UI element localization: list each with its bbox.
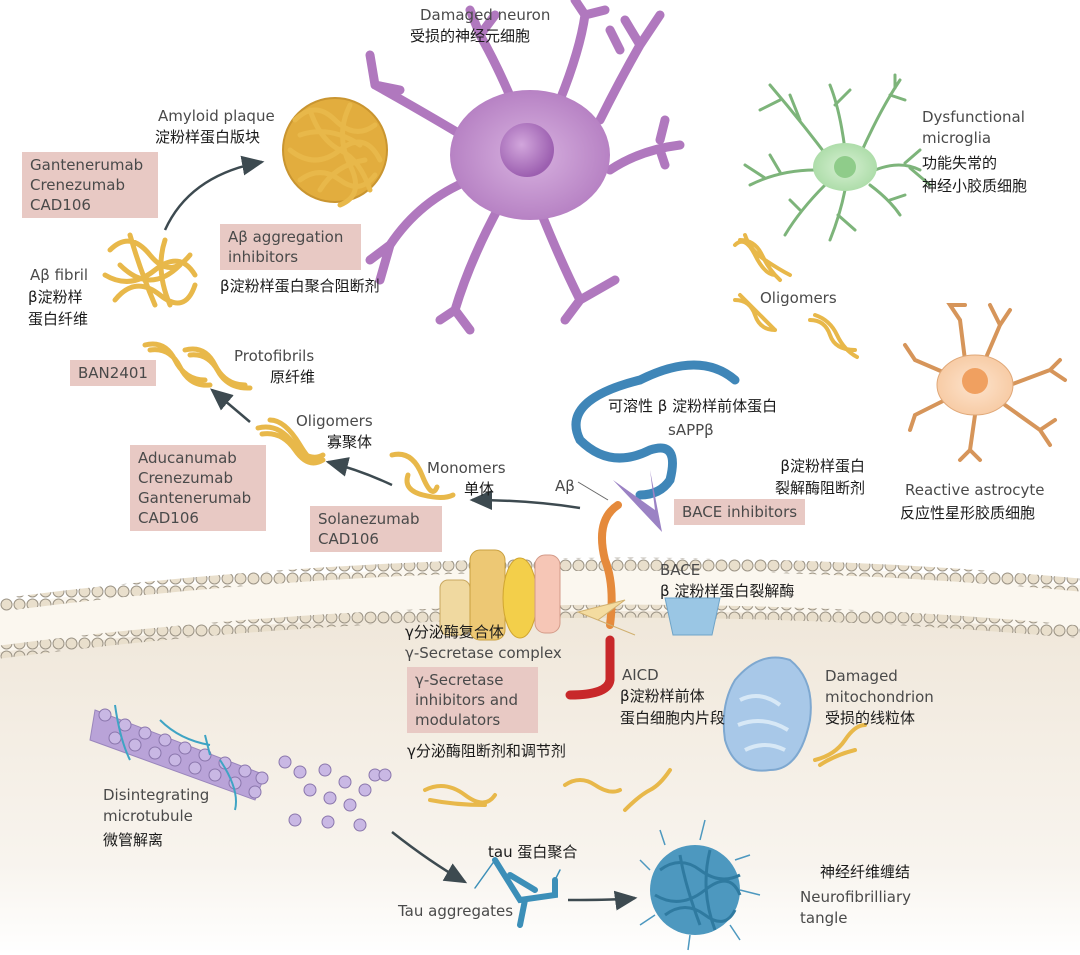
drug-name: Crenezumab (30, 176, 125, 194)
tangle-label-en-1: Neurofibrilliary (800, 888, 912, 906)
protofibrils (142, 341, 253, 391)
bace-inhibitors-zh-1: β淀粉样蛋白 (780, 457, 865, 475)
microglia-label-en-1: Dysfunctional (922, 108, 1025, 126)
monomers-label-zh: 单体 (464, 480, 495, 498)
damaged-neuron (365, 0, 685, 335)
cytoplasm-oligomers (423, 723, 867, 812)
tau-aggregates (474, 857, 561, 928)
fibril-label-en: Aβ fibril (30, 266, 89, 284)
neurofibrillary-tangle (639, 819, 761, 951)
oligomers-label-zh: 寡聚体 (327, 433, 373, 451)
mitochondrion-label-en-2: mitochondrion (825, 688, 934, 706)
bace-enzyme (664, 597, 721, 636)
tau-aggregates-label: Tau aggregates (398, 902, 514, 920)
monomers-label-en: Monomers (427, 459, 506, 477)
monomers (389, 451, 456, 500)
damaged-mitochondrion (722, 656, 812, 772)
mitochondrion-label-en-1: Damaged (825, 667, 898, 685)
dysfunctional-microglia (743, 73, 932, 242)
abeta-fibril (102, 232, 198, 308)
gamma-inhibitors-zh: γ分泌酶阻断剂和调节剂 (407, 742, 566, 760)
oligomers-left (255, 417, 326, 466)
mitochondrion-label-zh: 受损的线粒体 (825, 709, 916, 727)
abeta-fragment (598, 501, 622, 629)
drug-box-oligomer: Aducanumab Crenezumab Gantenerumab CAD10… (130, 445, 266, 531)
aicd-fragment (565, 635, 615, 700)
oligomers-label-en: Oligomers (296, 412, 373, 430)
microtubule-label-zh: 微管解离 (103, 831, 164, 849)
cytoplasm (0, 589, 1080, 955)
amyloid-plaque (282, 97, 388, 208)
astrocyte-label-en: Reactive astrocyte (905, 481, 1045, 499)
protofibrils-label-en: Protofibrils (234, 347, 315, 365)
microglia-label-zh-2: 神经小胶质细胞 (922, 177, 1028, 195)
drug-name: Aβ aggregation (228, 228, 344, 246)
abeta-pointer (577, 481, 609, 501)
bace-label-en: BACE (660, 561, 701, 579)
aicd-label-zh-2: 蛋白细胞内片段 (620, 709, 726, 727)
drug-box-plaque: Gantenerumab Crenezumab CAD106 (22, 152, 158, 218)
damaged-neuron-label-en: Damaged neuron (420, 6, 551, 24)
astrocyte-label-zh: 反应性星形胶质细胞 (900, 504, 1036, 522)
neuron-nucleus (500, 123, 554, 177)
fibril-label-zh-1: β淀粉样 (28, 288, 83, 306)
arrow-abeta-to-monomer (469, 490, 581, 511)
gamma-secretase-complex (439, 549, 636, 641)
arrow-microtubule-to-tau (391, 831, 468, 884)
arrow-oligomer-to-protofibril (210, 388, 251, 423)
reactive-astrocyte (903, 303, 1067, 462)
drug-box-bace: BACE inhibitors (674, 499, 806, 525)
gamma-complex-label-zh: γ分泌酶复合体 (405, 623, 504, 641)
drug-name: inhibitors (228, 248, 299, 266)
drug-name: inhibitors and (415, 691, 519, 709)
drug-name: CAD106 (138, 509, 199, 527)
tangle-label-en-2: tangle (800, 909, 848, 927)
plaque-label-zh: 淀粉样蛋白版块 (155, 128, 261, 146)
bace-label-zh: β 淀粉样蛋白裂解酶 (660, 582, 795, 600)
drug-name: Solanezumab (318, 510, 420, 528)
aicd-label-zh-1: β淀粉样前体 (620, 687, 705, 705)
plaque-label-en: Amyloid plaque (158, 107, 275, 125)
disintegrating-microtubule (89, 704, 392, 832)
drug-name: CAD106 (318, 530, 379, 548)
drug-name: modulators (415, 711, 501, 729)
drug-name: BAN2401 (78, 364, 148, 382)
protofibrils-label-zh: 原纤维 (270, 368, 316, 386)
drug-name: Aducanumab (138, 449, 237, 467)
tangle-label-zh: 神经纤维缠结 (820, 863, 911, 881)
bace-inhibitors-zh-2: 裂解酶阻断剂 (774, 479, 865, 497)
bace-inhibitor-shape (613, 470, 662, 532)
microglia-label-en-2: microglia (922, 129, 992, 147)
abeta-label: Aβ (555, 477, 575, 495)
microtubule-label-en-1: Disintegrating (103, 786, 210, 804)
arrow-fibril-to-plaque (163, 155, 265, 231)
drug-name: Crenezumab (138, 469, 233, 487)
fibril-label-zh-2: 蛋白纤维 (28, 310, 89, 328)
drug-box-monomer: Solanezumab CAD106 (310, 506, 442, 552)
drug-name: BACE inhibitors (682, 503, 798, 521)
drug-box-protofibril: BAN2401 (70, 360, 156, 386)
aggregation-inhibitors-zh: β淀粉样蛋白聚合阻断剂 (220, 277, 380, 295)
sappb-label-zh: 可溶性 β 淀粉样前体蛋白 (608, 397, 778, 415)
oligomers-extracellular (733, 233, 859, 359)
drug-name: Gantenerumab (30, 156, 144, 174)
tau-aggregation-zh: tau 蛋白聚合 (488, 843, 578, 861)
microtubule-label-en-2: microtubule (103, 807, 193, 825)
drug-box-gamma: γ-Secretase inhibitors and modulators (407, 667, 538, 733)
aicd-label-en: AICD (622, 666, 659, 684)
arrow-tau-to-tangle (567, 890, 638, 911)
microglia-label-zh-1: 功能失常的 (922, 154, 998, 172)
extracellular-oligomers-label: Oligomers (760, 289, 837, 307)
drug-name: γ-Secretase (415, 671, 504, 689)
drug-name: CAD106 (30, 196, 91, 214)
damaged-neuron-label-zh: 受损的神经元细胞 (410, 27, 531, 45)
arrow-monomer-to-oligomer (325, 457, 393, 487)
sappb-fragment (571, 360, 740, 500)
gamma-complex-label-en: γ-Secretase complex (405, 644, 562, 662)
sappb-label-en: sAPPβ (668, 421, 714, 439)
drug-box-aggregation: Aβ aggregation inhibitors (220, 224, 361, 270)
drug-name: Gantenerumab (138, 489, 252, 507)
